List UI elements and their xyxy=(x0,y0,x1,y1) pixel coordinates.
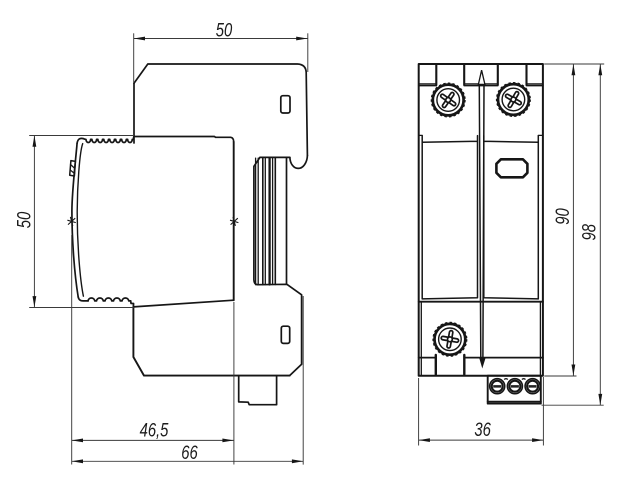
svg-text:50: 50 xyxy=(14,211,35,228)
svg-text:98: 98 xyxy=(579,224,600,241)
svg-text:46,5: 46,5 xyxy=(140,420,169,441)
svg-text:66: 66 xyxy=(181,442,198,463)
svg-text:36: 36 xyxy=(474,419,491,440)
svg-text:90: 90 xyxy=(552,208,573,225)
svg-text:50: 50 xyxy=(216,20,233,41)
